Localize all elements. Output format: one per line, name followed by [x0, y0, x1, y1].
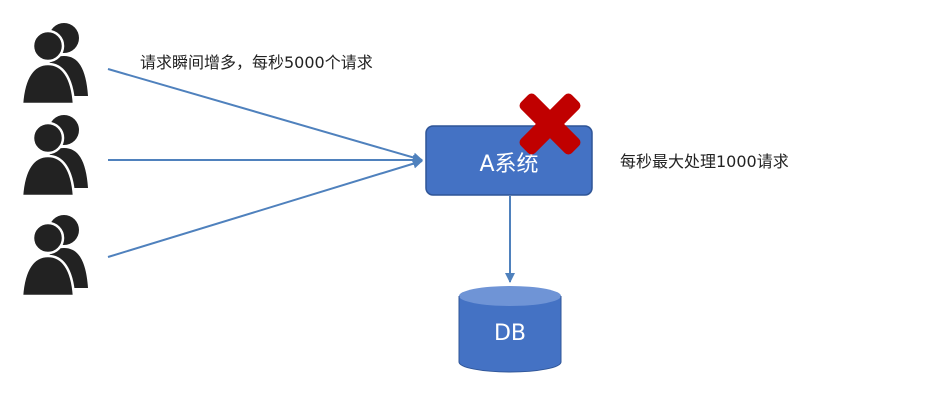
system-a-label: A系统 — [479, 152, 538, 177]
user-group-icon — [20, 213, 90, 298]
system-a-box — [425, 125, 593, 196]
database-cylinder — [458, 286, 562, 373]
red-x-icon — [519, 93, 581, 155]
request-surge-label: 请求瞬间增多，每秒5000个请求 — [140, 53, 373, 72]
user-group-icon — [20, 113, 90, 198]
user-group-icon — [20, 21, 90, 106]
capacity-note: 每秒最大处理1000请求 — [620, 152, 789, 171]
db-label: DB — [494, 321, 526, 346]
request-arrow — [107, 68, 423, 163]
request-arrow — [107, 158, 423, 258]
